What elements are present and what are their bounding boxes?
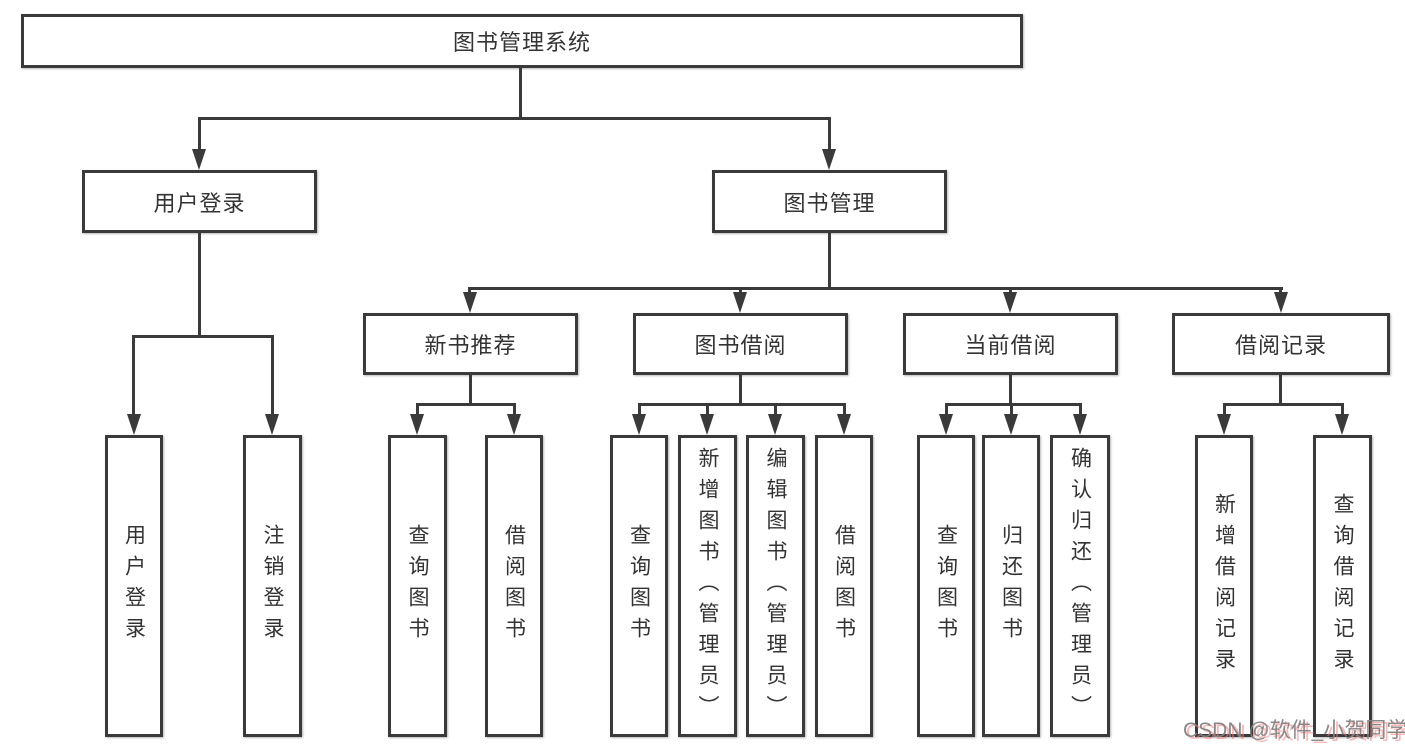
leaf-add-borrow-record-label: 新增借阅记录: [1212, 493, 1236, 679]
arrow-down-icon: [1003, 292, 1017, 313]
connector-group-bus: [1223, 403, 1344, 406]
connector-group-bus: [638, 403, 846, 406]
arrow-down-icon: [700, 414, 714, 435]
arrow-down-icon: [1217, 414, 1231, 435]
node-user-login-label: 用户登录: [153, 190, 246, 216]
leaf-user-login: 用户登录: [105, 435, 163, 737]
connector-leaf-drop: [1223, 403, 1226, 417]
connector-group-stub: [1279, 375, 1282, 406]
connector-group-drop: [1009, 287, 1012, 295]
arrow-down-icon: [127, 414, 141, 435]
connector-group-drop: [739, 287, 742, 295]
arrow-down-icon: [1274, 292, 1288, 313]
node-borrow-records: 借阅记录: [1172, 313, 1390, 375]
arrow-down-icon: [410, 414, 424, 435]
connector-leaf-drop: [1010, 403, 1013, 417]
arrow-down-icon: [837, 414, 851, 435]
leaf-add-borrow-record: 新增借阅记录: [1195, 435, 1253, 737]
leaf-query-borrow-record: 查询借阅记录: [1313, 435, 1372, 737]
leaf-recommend-borrow-book: 借阅图书: [485, 435, 543, 737]
leaf-confirm-return-admin: 确认归还（管理员）: [1050, 435, 1110, 737]
csdn-watermark: CSDN @软件_小贺同学: [1183, 719, 1405, 742]
node-book-management-label: 图书管理: [783, 190, 876, 216]
connector-leaf-drop: [706, 403, 709, 417]
node-user-login: 用户登录: [82, 170, 317, 233]
leaf-add-book-admin-label: 新增图书（管理员）: [696, 446, 719, 726]
connector-leaf-drop: [945, 403, 948, 417]
connector-group-bus: [416, 403, 516, 406]
connector-leaf-drop: [513, 403, 516, 417]
leaf-borrow-book: 借阅图书: [815, 435, 873, 737]
connector-leaf-drop: [843, 403, 846, 417]
leaf-borrow-book-label: 借阅图书: [832, 524, 856, 648]
connector-user-stub: [198, 233, 201, 338]
arrow-down-icon: [768, 414, 782, 435]
connector-group-stub: [469, 375, 472, 406]
node-book-borrow-label: 图书借阅: [694, 333, 787, 358]
arrow-down-icon: [463, 292, 477, 313]
leaf-logout-label: 注销登录: [261, 524, 284, 648]
arrow-down-icon: [1335, 414, 1349, 435]
node-root: 图书管理系统: [21, 14, 1023, 68]
arrow-down-icon: [822, 149, 836, 170]
leaf-confirm-return-admin-label: 确认归还（管理员）: [1068, 446, 1092, 726]
leaf-current-query-book: 查询图书: [917, 435, 975, 737]
leaf-recommend-query-book-label: 查询图书: [406, 524, 429, 648]
node-borrow-records-label: 借阅记录: [1234, 333, 1327, 358]
connector-book-drop: [828, 117, 831, 152]
leaf-return-book-label: 归还图书: [999, 524, 1023, 648]
arrow-down-icon: [733, 292, 747, 313]
node-new-book-recommend-label: 新书推荐: [424, 333, 517, 358]
connector-book-bus: [469, 287, 1283, 290]
node-current-borrow-label: 当前借阅: [964, 333, 1057, 358]
leaf-recommend-borrow-book-label: 借阅图书: [502, 524, 526, 648]
connector-leaf-drop: [1341, 403, 1344, 417]
arrow-down-icon: [1073, 414, 1087, 435]
arrow-down-icon: [1004, 414, 1018, 435]
leaf-current-query-book-label: 查询图书: [934, 524, 958, 648]
leaf-edit-book-admin-label: 编辑图书（管理员）: [764, 446, 787, 726]
connector-book-stub: [828, 233, 831, 290]
leaf-borrow-query-book-label: 查询图书: [627, 524, 651, 648]
connector-user-bus: [133, 335, 274, 338]
leaf-recommend-query-book: 查询图书: [388, 435, 447, 737]
leaf-add-book-admin: 新增图书（管理员）: [678, 435, 737, 737]
leaf-query-borrow-record-label: 查询借阅记录: [1331, 493, 1354, 679]
connector-group-drop: [1279, 287, 1282, 295]
leaf-logout: 注销登录: [243, 435, 302, 737]
leaf-borrow-query-book: 查询图书: [610, 435, 668, 737]
connector-leaf-drop: [271, 335, 274, 417]
connector-group-stub: [739, 375, 742, 406]
arrow-down-icon: [265, 414, 279, 435]
connector-user-drop: [198, 117, 201, 152]
connector-group-bus: [945, 403, 1082, 406]
connector-leaf-drop: [1079, 403, 1082, 417]
leaf-user-login-label: 用户登录: [122, 524, 146, 648]
arrow-down-icon: [632, 414, 646, 435]
connector-root-bus: [198, 117, 831, 120]
connector-leaf-drop: [416, 403, 419, 417]
connector-leaf-drop: [774, 403, 777, 417]
node-book-management: 图书管理: [712, 170, 947, 233]
node-new-book-recommend: 新书推荐: [363, 313, 578, 375]
node-current-borrow: 当前借阅: [903, 313, 1118, 375]
connector-leaf-drop: [132, 335, 135, 417]
arrow-down-icon: [507, 414, 521, 435]
connector-root-stem: [519, 68, 522, 119]
node-root-label: 图书管理系统: [452, 30, 591, 55]
connector-group-stub: [1009, 375, 1012, 406]
node-book-borrow: 图书借阅: [633, 313, 848, 375]
connector-leaf-drop: [638, 403, 641, 417]
leaf-return-book: 归还图书: [982, 435, 1040, 737]
arrow-down-icon: [192, 149, 206, 170]
arrow-down-icon: [939, 414, 953, 435]
leaf-edit-book-admin: 编辑图书（管理员）: [746, 435, 805, 737]
connector-group-drop: [468, 287, 471, 295]
